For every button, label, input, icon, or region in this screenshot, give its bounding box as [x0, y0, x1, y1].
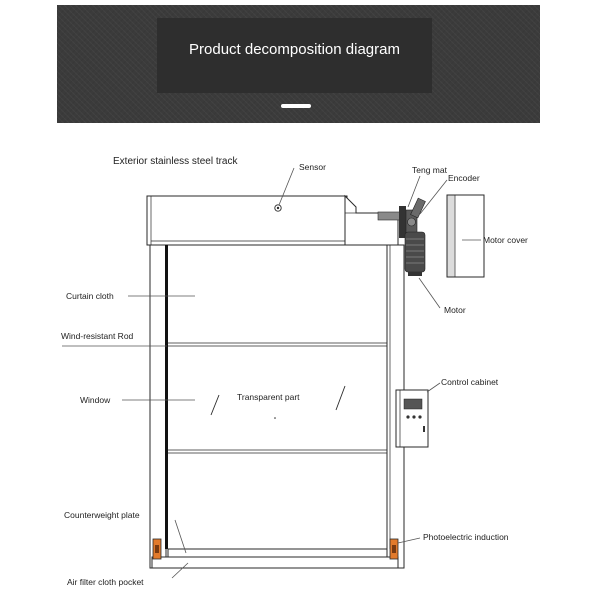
leader-motor [418, 277, 441, 309]
leader-encoder [419, 179, 448, 215]
label-curtain-cloth: Curtain cloth [66, 291, 114, 301]
leader-air-filter-cloth-pocket [171, 562, 189, 579]
motor-cover-side-shade [447, 195, 455, 277]
slide-indicator[interactable] [281, 104, 311, 108]
control-cabinet-lock [423, 426, 425, 432]
window-dot [274, 417, 276, 419]
label-teng-mat: Teng mat [412, 165, 448, 175]
label-air-filter-cloth-pocket: Air filter cloth pocket [67, 577, 144, 587]
top-housing-right-section [344, 194, 399, 246]
banner-title: Product decomposition diagram [189, 41, 400, 58]
leader-control-cabinet [426, 382, 441, 393]
banner-inner-panel: Product decomposition diagram [157, 18, 432, 93]
control-cabinet-display [403, 398, 423, 410]
motor-end-cap [408, 272, 422, 276]
label-sensor: Sensor [299, 162, 326, 172]
left-track-inner-guide [165, 245, 168, 549]
sensor-center [276, 206, 280, 210]
label-photoelectric-induction: Photoelectric induction [423, 532, 509, 542]
control-cabinet-button [406, 415, 410, 419]
photoelectric-sensor-right-core [392, 545, 396, 553]
label-window: Window [80, 395, 111, 405]
drive-shaft [377, 211, 401, 221]
top-housing [146, 195, 348, 246]
encoder-body [410, 197, 426, 219]
control-cabinet [395, 389, 429, 448]
label-counterweight-plate: Counterweight plate [64, 510, 140, 520]
label-wind-resistant-rod: Wind-resistant Rod [61, 331, 134, 341]
control-cabinet-button [418, 415, 422, 419]
label-control-cabinet: Control cabinet [441, 377, 499, 387]
counterweight-plate [167, 548, 388, 558]
label-motor-cover: Motor cover [483, 235, 528, 245]
leader-counterweight-plate [174, 519, 187, 554]
label-transparent-part: Transparent part [237, 392, 300, 402]
banner: Product decomposition diagram [57, 5, 540, 123]
leader-sensor [278, 167, 295, 206]
photoelectric-sensor-left-core [155, 545, 159, 553]
label-exterior-track: Exterior stainless steel track [113, 156, 238, 167]
air-filter-cloth-pocket [151, 556, 399, 569]
door-diagram: Exterior stainless steel track Sensor Te… [61, 156, 528, 587]
left-track-column [149, 244, 167, 569]
label-encoder: Encoder [448, 173, 480, 183]
window-glare-right [335, 385, 346, 411]
leader-teng-mat [407, 175, 421, 208]
window-glare-left [210, 394, 220, 416]
teng-mat-disc [399, 206, 406, 238]
label-motor: Motor [444, 305, 466, 315]
motor-body [404, 231, 426, 273]
gear-hub [407, 217, 416, 227]
leader-photoelectric-induction [397, 537, 421, 544]
control-cabinet-button [412, 415, 416, 419]
